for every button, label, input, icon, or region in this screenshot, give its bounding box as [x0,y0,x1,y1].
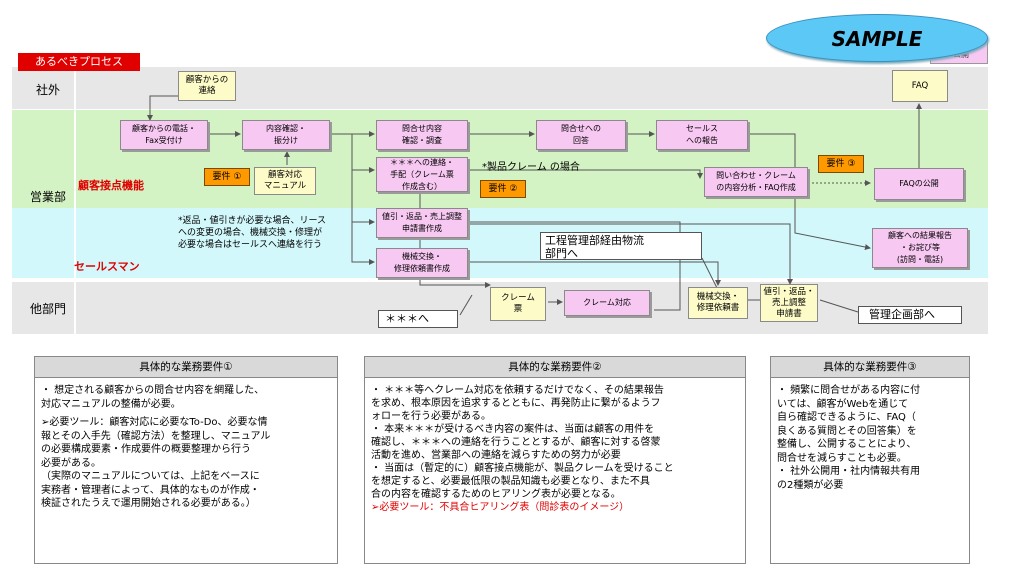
requirement-tag-3: 要件 ③ [818,155,864,173]
panel-item: ・ 社外公開用・社内情報共有用 の2種類が必要 [777,466,921,491]
node-faq: FAQ [892,70,948,102]
panel-item: ➢必要ツール：不具合ヒアリング表（問診表のイメージ） [371,502,630,513]
node-claim-handling: クレーム対応 [564,290,650,316]
sublane-label-contact: 顧客接点機能 [78,179,144,192]
panel-item: ・ 想定される顧客からの問合せ内容を網羅した、 対応マニュアルの整備が必要。 [41,385,265,410]
node-adjust-request: 値引・返品・ 売上調整 申請書 [760,284,818,322]
node-receive-call: 顧客からの電話・ Fax受付け [120,120,208,150]
node-manual: 顧客対応 マニュアル [254,167,316,195]
node-exchange-request: 機械交換・ 修理依頼書 [688,287,748,319]
node-claim-slip: クレーム 票 [490,287,546,321]
section-tab: あるべきプロセス [18,53,140,71]
sample-badge: SAMPLE [766,14,988,62]
requirement-tag-2: 要件 ② [480,180,526,198]
requirement-panel-1: 具体的な業務要件① ・ 想定される顧客からの問合せ内容を網羅した、 対応マニュア… [34,356,338,564]
panel-item: ➢必要ツール：顧客対応に必要なTo-Do、必要な情 報とその入手先（確認方法）を… [41,417,271,509]
node-customer-contact: 顧客からの 連絡 [178,71,236,101]
panel-title: 具体的な業務要件② [365,357,745,378]
panel-title: 具体的な業務要件① [35,357,337,378]
node-faq-publish: FAQの公開 [874,168,964,200]
node-contact-request: ＊＊＊への連絡・ 手配（クレーム票 作成含む） [376,157,468,192]
requirement-panel-2: 具体的な業務要件② ・ ＊＊＊等へクレーム対応を依頼するだけでなく、その結果報告… [364,356,746,564]
node-result-report: 顧客への結果報告 ・お詫び等 (訪問・電話) [872,228,968,268]
node-discount-doc: 値引・返品・売上調整 申請書作成 [376,208,468,238]
lane-label-other: 他部門 [29,302,66,316]
lane-band-salesman [12,208,988,278]
panel-title: 具体的な業務要件③ [771,357,969,378]
lane-band-external [12,67,988,109]
callout-planning: 管理企画部へ [858,306,962,324]
note-discount-case: *返品・値引きが必要な場合、リース への変更の場合、機械交換・修理が 必要な場合… [178,216,327,250]
callout-xxx: ＊＊＊へ [378,310,458,328]
lane-label-external: 社外 [35,83,60,97]
node-report-to-sales: セールス への報告 [656,120,748,150]
note-claim-case: *製品クレーム の場合 [482,162,580,173]
requirement-panel-3: 具体的な業務要件③ ・ 頻繁に問合せがある内容に付 いては、顧客がWebを通じて… [770,356,970,564]
node-exchange-doc: 機械交換・ 修理依頼書作成 [376,248,468,278]
node-analysis: 問い合わせ・クレーム の内容分析・FAQ作成 [704,167,808,197]
node-classify: 内容確認・ 振分け [242,120,330,150]
panel-item: ・ ＊＊＊等へクレーム対応を依頼するだけでなく、その結果報告 を求め、根本原因を… [371,385,664,422]
node-inquiry-check: 問合せ内容 確認・調査 [376,120,468,150]
requirement-tag-1: 要件 ① [204,168,250,186]
panel-item: ・ 本来＊＊＊が受けるべき内容の案件は、当面は顧客の用件を 確認し、＊＊＊への連… [371,424,661,461]
callout-process-mgmt: 工程管理部経由物流 部門へ [540,232,702,260]
sublane-label-salesman: セールスマン [74,260,140,273]
lane-label-sales: 営業部 [29,190,66,204]
lane-divider [74,67,76,334]
panel-item: ・ 当面は（暫定的に）顧客接点機能が、製品クレームを受けること を想定すると、必… [371,463,674,500]
panel-item: ・ 頻繁に問合せがある内容に付 いては、顧客がWebを通じて 自ら確認できるよう… [777,385,921,464]
node-reply: 問合せへの 回答 [536,120,626,150]
